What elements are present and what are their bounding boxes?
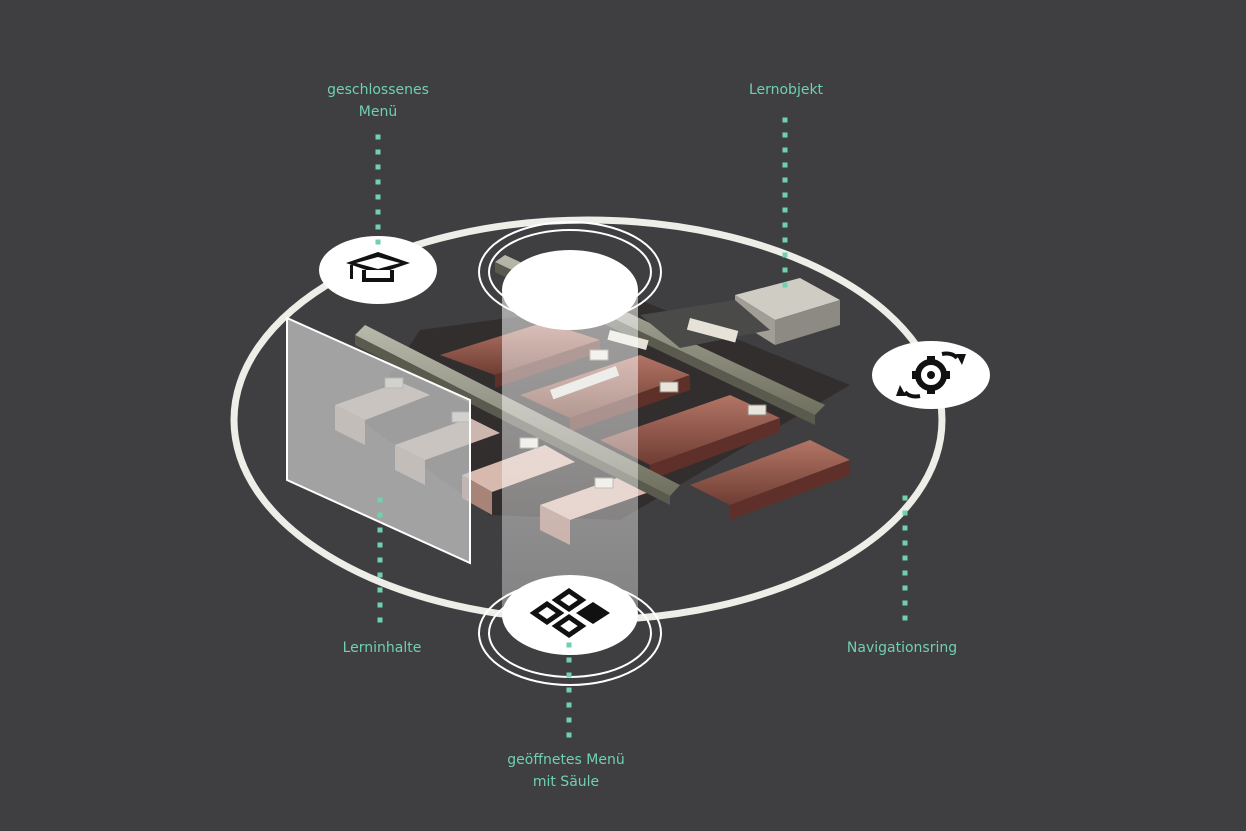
leader-dot <box>566 642 572 648</box>
leader-dot <box>377 542 383 548</box>
leader-dot <box>782 252 788 258</box>
leader-learning-contents <box>377 497 383 623</box>
leader-dot <box>377 617 383 623</box>
leader-dot <box>782 132 788 138</box>
leader-dot <box>377 587 383 593</box>
leader-dot <box>566 687 572 693</box>
label-learning-contents-line1: Lerninhalte <box>342 640 422 656</box>
label-navigation-ring-line1: Navigationsring <box>846 640 958 656</box>
leader-dot <box>782 177 788 183</box>
label-closed-menu: geschlossenes Menü <box>318 79 438 123</box>
leader-dot <box>902 555 908 561</box>
leader-dot <box>782 282 788 288</box>
leader-dot <box>375 134 381 140</box>
leader-dot <box>375 224 381 230</box>
navigation-ring-button[interactable] <box>872 341 990 409</box>
leader-dot <box>377 512 383 518</box>
leader-dot <box>902 585 908 591</box>
leader-dot <box>566 732 572 738</box>
leader-dot <box>377 557 383 563</box>
leader-closed-menu <box>375 134 381 245</box>
gear-rotate-icon <box>896 351 966 399</box>
leader-dot <box>782 147 788 153</box>
leader-navigation-ring <box>902 495 908 621</box>
graduation-cap-icon <box>346 252 410 282</box>
menu-pillar <box>502 290 638 615</box>
leader-dot <box>782 192 788 198</box>
leader-dot <box>902 510 908 516</box>
leader-dot <box>782 237 788 243</box>
leader-dot <box>902 570 908 576</box>
leader-dot <box>377 602 383 608</box>
closed-menu-button[interactable] <box>319 236 437 304</box>
menu-grid-icon <box>529 587 610 639</box>
leader-dot <box>377 527 383 533</box>
label-learning-object: Lernobjekt <box>726 79 846 101</box>
leader-dot <box>782 222 788 228</box>
label-open-menu-line2: mit Säule <box>532 774 600 790</box>
menu-pillar-top <box>478 221 662 330</box>
leader-dot <box>782 207 788 213</box>
leader-learning-object <box>782 117 788 288</box>
leader-dot <box>377 497 383 503</box>
leader-dot <box>375 164 381 170</box>
leader-dot <box>375 194 381 200</box>
label-open-menu: geöffnetes Menü mit Säule <box>496 749 636 793</box>
leader-dot <box>782 117 788 123</box>
leader-dot <box>375 239 381 245</box>
leader-dot <box>782 162 788 168</box>
leader-open-menu <box>566 642 572 738</box>
leader-dot <box>902 615 908 621</box>
label-closed-menu-line1: geschlossenes <box>327 82 429 98</box>
leader-dot <box>566 657 572 663</box>
leader-dot <box>375 179 381 185</box>
label-open-menu-line1: geöffnetes Menü <box>507 752 625 768</box>
label-navigation-ring: Navigationsring <box>832 637 972 659</box>
leader-dot <box>566 672 572 678</box>
leader-dot <box>375 209 381 215</box>
leader-dot <box>902 495 908 501</box>
leader-dot <box>566 702 572 708</box>
learning-contents-panel[interactable] <box>286 316 471 565</box>
leader-dot <box>566 717 572 723</box>
leader-dot <box>375 149 381 155</box>
label-learning-object-line1: Lernobjekt <box>748 82 824 98</box>
leader-dot <box>782 267 788 273</box>
label-closed-menu-line2: Menü <box>358 104 398 120</box>
label-learning-contents: Lerninhalte <box>322 637 442 659</box>
leader-dot <box>902 600 908 606</box>
leader-dot <box>377 572 383 578</box>
leader-dot <box>902 525 908 531</box>
open-menu-button[interactable] <box>478 575 662 686</box>
leader-dot <box>902 540 908 546</box>
